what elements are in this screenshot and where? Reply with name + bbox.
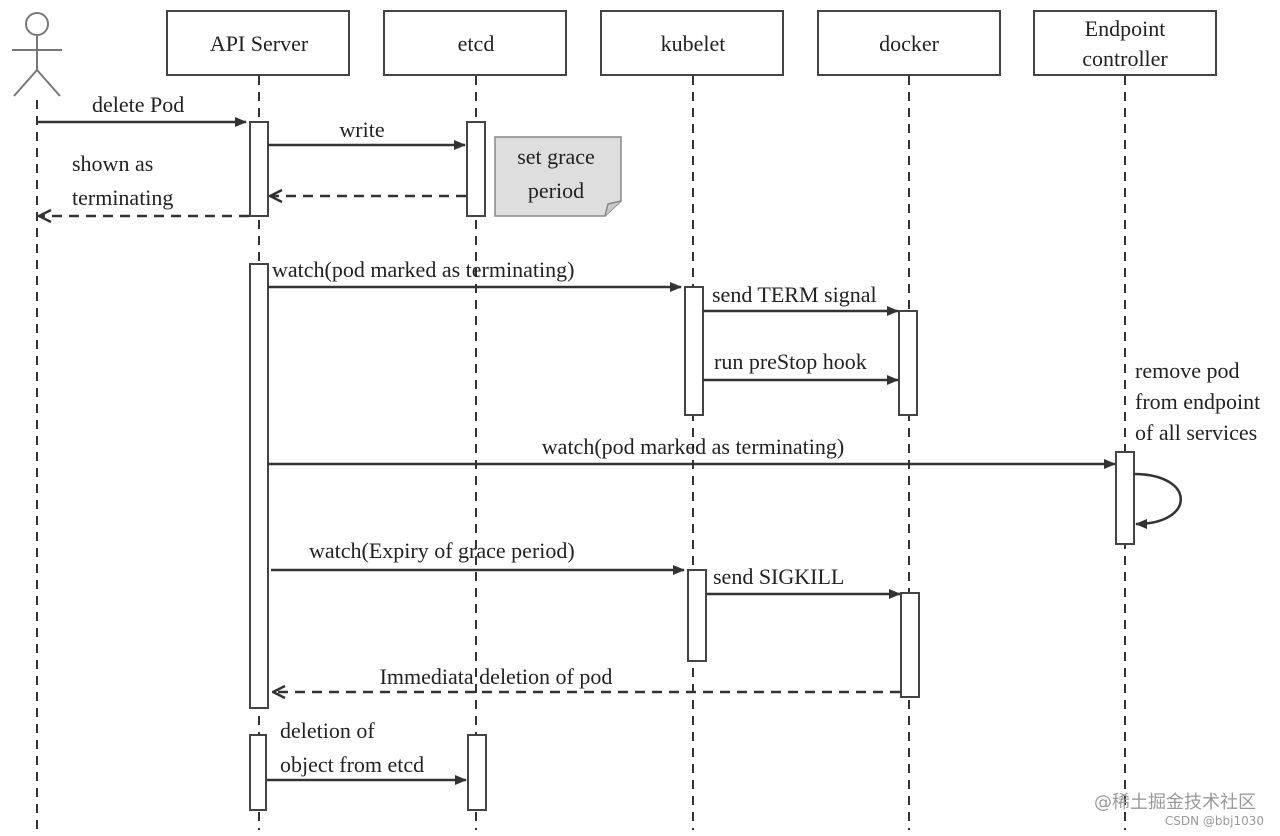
kubelet-activation-2 xyxy=(687,569,707,662)
message-run-prestop-hook: run preStop hook xyxy=(703,349,899,385)
api-server-activation-2 xyxy=(249,263,269,709)
watermark-line2: CSDN @bbj1030 xyxy=(1165,814,1264,828)
docker-label: docker xyxy=(879,31,940,56)
api-server-label: API Server xyxy=(210,31,309,56)
remove-label-line1: remove pod xyxy=(1135,358,1239,383)
note-set-grace-period: set grace period xyxy=(494,136,622,217)
user-actor-icon xyxy=(12,12,62,97)
shown-as-label-line2: terminating xyxy=(72,185,173,210)
deletion-label-line1: deletion of xyxy=(280,718,375,743)
message-immediate-deletion: Immediata deletion of pod xyxy=(273,664,900,692)
api-server-activation-3 xyxy=(249,734,267,811)
docker-activation-1 xyxy=(898,310,918,416)
send-term-label: send TERM signal xyxy=(712,282,877,307)
participant-etcd: etcd xyxy=(383,10,567,76)
endpoint-label-line1: Endpoint xyxy=(1085,16,1166,41)
run-prestop-label: run preStop hook xyxy=(714,349,867,374)
watch-expiry-label: watch(Expiry of grace period) xyxy=(309,538,575,563)
endpoint-label-line2: controller xyxy=(1082,46,1168,71)
kubelet-label: kubelet xyxy=(661,31,726,56)
message-watch-expiry: watch(Expiry of grace period) xyxy=(271,538,685,575)
watch-terminating-endpoint-label: watch(pod marked as terminating) xyxy=(542,434,844,459)
message-shown-as-terminating: shown as terminating xyxy=(39,151,249,216)
kubelet-activation-1 xyxy=(684,286,704,416)
etcd-label: etcd xyxy=(458,31,495,56)
message-remove-pod-self: remove pod from endpoint of all services xyxy=(1133,358,1260,529)
write-label: write xyxy=(339,117,384,142)
participant-kubelet: kubelet xyxy=(600,10,784,76)
shown-as-label-line1: shown as xyxy=(72,151,153,176)
endpoint-activation xyxy=(1115,451,1135,545)
message-send-sigkill: send SIGKILL xyxy=(707,564,901,599)
docker-activation-2 xyxy=(900,592,920,698)
deletion-label-line2: object from etcd xyxy=(280,752,424,777)
participant-endpoint-controller: Endpoint controller xyxy=(1033,10,1217,76)
message-deletion-of-object: deletion of object from etcd xyxy=(267,718,467,785)
note-line1: set grace xyxy=(517,144,595,169)
watch-terminating-kubelet-label: watch(pod marked as terminating) xyxy=(272,257,574,282)
watermark-line1: @稀土掘金技术社区 xyxy=(1094,792,1256,813)
api-server-activation-1 xyxy=(249,121,269,217)
participant-api-server: API Server xyxy=(166,10,350,76)
etcd-activation-1 xyxy=(466,121,486,217)
message-delete-pod: delete Pod xyxy=(38,92,247,127)
watermark: @稀土掘金技术社区 CSDN @bbj1030 xyxy=(1094,792,1264,828)
message-write: write xyxy=(268,117,466,150)
remove-label-line2: from endpoint xyxy=(1135,389,1260,414)
remove-label-line3: of all services xyxy=(1135,420,1257,445)
participant-docker: docker xyxy=(817,10,1001,76)
note-line2: period xyxy=(528,178,584,203)
message-watch-terminating-kubelet: watch(pod marked as terminating) xyxy=(268,257,682,292)
immediate-deletion-label: Immediata deletion of pod xyxy=(380,664,613,689)
send-sigkill-label: send SIGKILL xyxy=(713,564,844,589)
message-watch-terminating-endpoint: watch(pod marked as terminating) xyxy=(268,434,1116,469)
etcd-activation-2 xyxy=(467,734,487,811)
message-send-term-signal: send TERM signal xyxy=(703,282,899,316)
delete-pod-label: delete Pod xyxy=(92,92,184,117)
